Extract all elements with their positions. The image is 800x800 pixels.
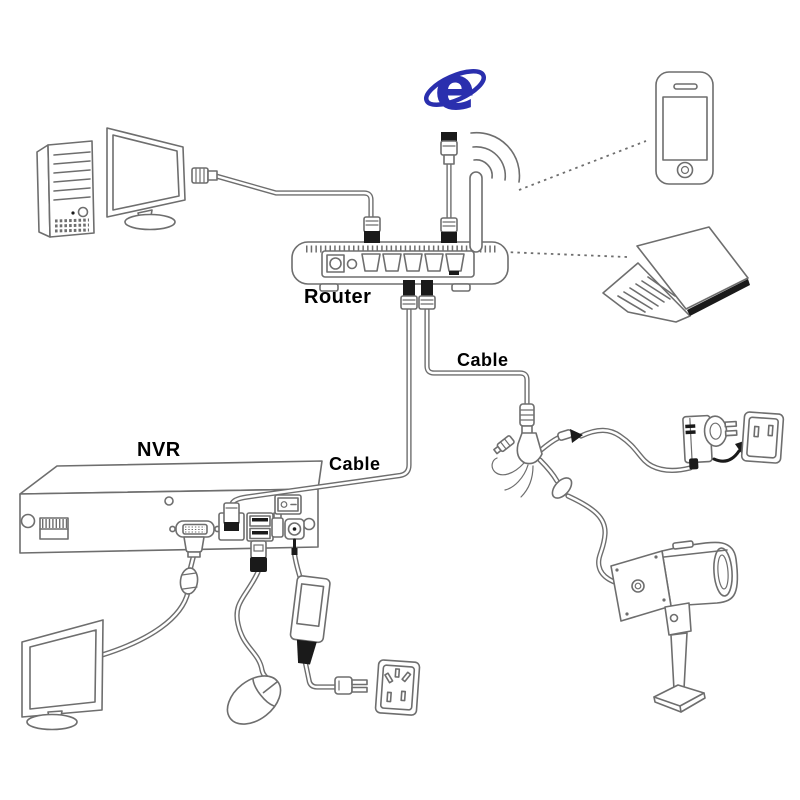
pigtail-connector — [493, 435, 515, 455]
wan-plug-top — [440, 217, 458, 243]
vga-monitor-icon — [21, 619, 104, 731]
smartphone-icon — [655, 71, 714, 185]
nvr-dc-jack — [284, 518, 305, 540]
laptop-icon — [602, 226, 750, 323]
power-lead-arrow — [557, 429, 583, 443]
nvr-icon — [19, 460, 323, 554]
lan-plug-bottom-left — [400, 280, 418, 310]
ferrite-bead — [551, 477, 573, 499]
internet-explorer-icon: e — [424, 54, 486, 124]
wall-outlet-icon — [740, 411, 785, 464]
nvr-vga-port — [169, 520, 221, 538]
dc-plug-pin — [291, 538, 298, 555]
desktop-monitor-icon — [106, 127, 218, 231]
mouse-cable — [237, 572, 272, 681]
lan-plug-bottom-right — [418, 280, 436, 310]
ip-camera-icon — [610, 540, 739, 713]
nvr-ethernet-plug — [223, 502, 240, 531]
antenna-icon — [469, 171, 483, 253]
vga-cable — [102, 554, 194, 655]
desktop-tower-icon — [36, 140, 95, 238]
vga-plug — [179, 536, 205, 595]
usb-plug — [250, 540, 267, 572]
wireless-link-to-phone — [518, 140, 647, 191]
wall-socket-icon — [374, 659, 421, 716]
internet-cable-plug-upper — [440, 132, 458, 165]
nvr-usb-ports — [246, 512, 274, 542]
lan-plug-top-left — [363, 216, 381, 243]
camera-power-adapter-icon — [682, 414, 738, 470]
cable-label-camera: Cable — [457, 350, 509, 370]
mouse-icon — [226, 675, 282, 725]
nvr-power-switch — [274, 494, 302, 515]
router-icon — [291, 216, 509, 310]
wireless-link-to-laptop — [503, 251, 628, 258]
internet-e-glyph: e — [435, 54, 476, 124]
nvr-label: NVR — [137, 439, 181, 461]
monitor-to-router-cable — [216, 176, 371, 222]
nvr-aux-port — [271, 512, 284, 538]
power-brick-icon — [289, 575, 331, 665]
cable-label-nvr: Cable — [329, 454, 381, 474]
wifi-signal-icon — [470, 131, 521, 183]
monitor-cable-connector — [191, 167, 218, 184]
camera-pigtail-splitter-icon — [491, 403, 583, 499]
power-plug-icon — [334, 676, 368, 695]
nvr-vent-grille — [39, 517, 69, 540]
router-label: Router — [304, 286, 372, 308]
